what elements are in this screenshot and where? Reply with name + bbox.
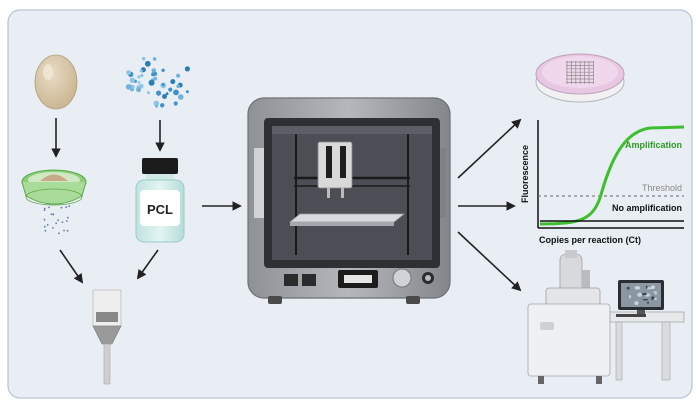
arrow-printer-to-microscope bbox=[457, 231, 522, 292]
particle-dot bbox=[129, 77, 135, 84]
particle-dot bbox=[173, 101, 178, 106]
particle-dot bbox=[140, 73, 144, 78]
pcl-label: PCL bbox=[147, 202, 173, 217]
particle-dot bbox=[151, 72, 156, 77]
particle-dot bbox=[144, 60, 151, 67]
particle-dot bbox=[176, 73, 181, 78]
3d-printer-icon bbox=[247, 97, 451, 304]
particle-dot bbox=[161, 68, 165, 73]
amplification-chart: Amplification Threshold No amplification… bbox=[520, 120, 685, 245]
dust-dot bbox=[68, 205, 71, 208]
dust-dot bbox=[61, 221, 64, 224]
threshold-label: Threshold bbox=[642, 183, 682, 193]
particle-dot bbox=[173, 89, 179, 96]
petri-dish-icon bbox=[535, 53, 625, 103]
particle-dot bbox=[137, 81, 141, 84]
particle-dot bbox=[131, 85, 135, 89]
particle-dot bbox=[137, 75, 141, 79]
sieve-dust bbox=[43, 205, 71, 235]
particle-dot bbox=[126, 70, 131, 75]
particle-dot bbox=[148, 79, 155, 86]
dust-dot bbox=[57, 219, 60, 222]
particle-dot bbox=[170, 79, 176, 85]
dust-dot bbox=[58, 232, 60, 235]
particle-dot bbox=[125, 84, 132, 90]
micrograph-spot bbox=[637, 292, 642, 297]
dust-dot bbox=[50, 213, 53, 216]
particle-cloud-icon bbox=[125, 56, 190, 108]
series-amplification-label: Amplification bbox=[625, 140, 682, 150]
x-axis-label: Copies per reaction (Ct) bbox=[539, 235, 641, 245]
particle-dot bbox=[160, 103, 165, 108]
micrograph-spot bbox=[628, 295, 631, 299]
particle-dot bbox=[185, 90, 189, 94]
particle-dot bbox=[138, 83, 144, 89]
micrograph-spot bbox=[634, 301, 639, 306]
dust-dot bbox=[43, 218, 46, 221]
particle-dot bbox=[153, 100, 160, 107]
micrograph-spot bbox=[653, 291, 658, 293]
dust-dot bbox=[43, 225, 46, 228]
syringe-icon bbox=[92, 289, 122, 385]
particle-dot bbox=[139, 69, 143, 73]
dust-dot bbox=[55, 222, 58, 225]
micrograph-texture bbox=[626, 285, 658, 306]
micrograph-spot bbox=[651, 296, 655, 300]
particle-dot bbox=[178, 94, 184, 100]
dust-dot bbox=[46, 224, 49, 226]
micrograph-spot bbox=[634, 286, 641, 290]
particle-dot bbox=[161, 83, 165, 87]
particle-dot bbox=[176, 84, 180, 89]
dust-dot bbox=[43, 209, 46, 212]
scaffold-mesh bbox=[566, 61, 594, 84]
particle-dot bbox=[162, 94, 167, 99]
particle-dot bbox=[153, 76, 158, 81]
dust-dot bbox=[43, 207, 46, 210]
particle-dot bbox=[136, 87, 142, 93]
dust-dot bbox=[63, 229, 65, 232]
arrow-sieve-to-syringe bbox=[59, 249, 84, 284]
micrograph-spot bbox=[646, 301, 650, 304]
series-amplification-line bbox=[539, 125, 685, 226]
micrograph-spot bbox=[641, 292, 647, 296]
particle-dot bbox=[155, 104, 159, 108]
dust-dot bbox=[66, 229, 69, 232]
sieve-icon bbox=[21, 169, 87, 206]
micrograph-spot bbox=[654, 292, 657, 295]
particle-dot bbox=[184, 66, 190, 72]
micrograph-spot bbox=[646, 287, 653, 290]
particle-dot bbox=[146, 91, 150, 95]
dust-dot bbox=[52, 213, 54, 216]
dust-dot bbox=[60, 206, 63, 209]
dust-dot bbox=[65, 206, 68, 209]
arrow-printer-to-dish bbox=[457, 118, 522, 179]
electron-microscope-icon bbox=[527, 250, 685, 384]
micrograph-spot bbox=[626, 286, 630, 290]
series-no-amplification-label: No amplification bbox=[612, 203, 682, 213]
bottle-icon bbox=[135, 158, 185, 243]
y-axis-label: Fluorescence bbox=[520, 145, 530, 203]
particle-dot bbox=[156, 90, 162, 96]
dust-dot bbox=[66, 216, 69, 219]
particle-dot bbox=[151, 68, 157, 73]
dust-dot bbox=[48, 206, 50, 209]
particle-dot bbox=[165, 92, 169, 96]
particle-dot bbox=[152, 57, 157, 61]
arrow-bottle-to-syringe bbox=[136, 249, 159, 280]
egg-icon bbox=[34, 54, 78, 110]
particle-dot bbox=[168, 87, 173, 92]
micrograph-spot bbox=[642, 298, 649, 301]
particle-dot bbox=[141, 56, 146, 61]
dust-dot bbox=[66, 220, 68, 222]
dust-dot bbox=[52, 227, 54, 229]
dust-dot bbox=[44, 229, 47, 232]
